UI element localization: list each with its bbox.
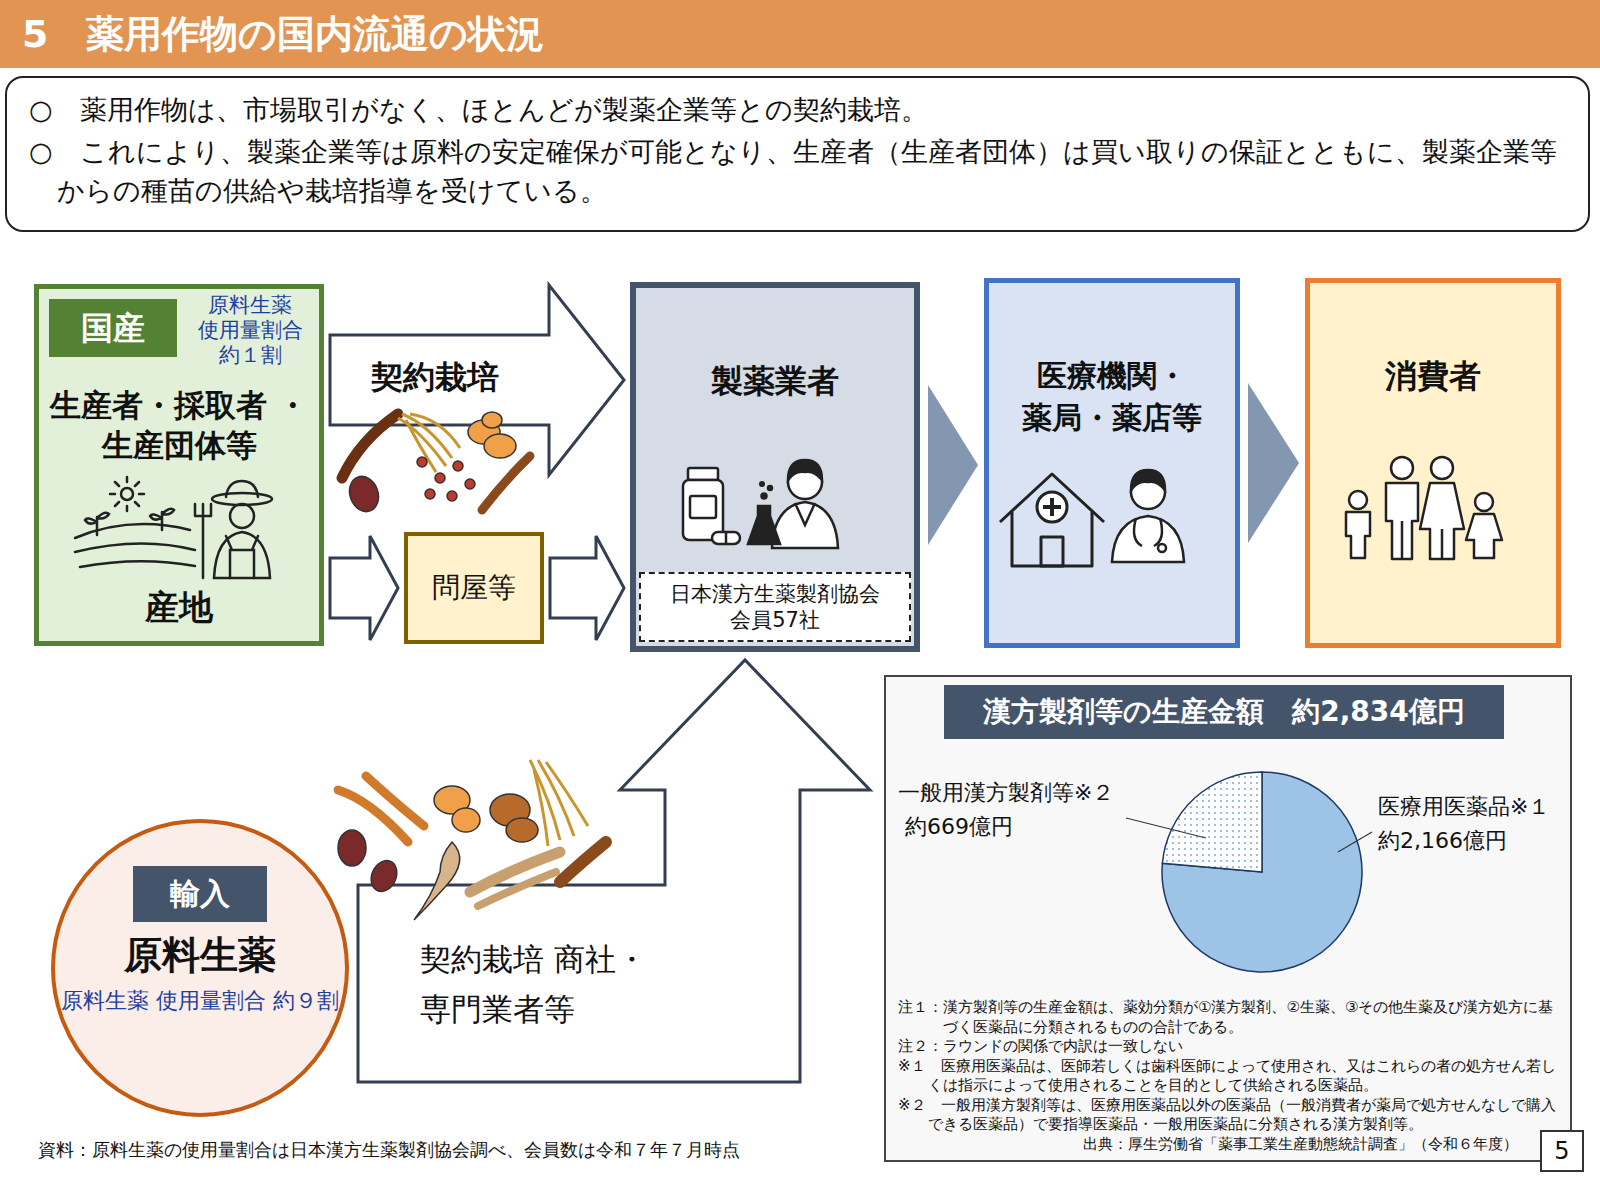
family-icon: [1346, 457, 1502, 559]
usage-share-note: 原料生薬 使用量割合 約１割: [181, 293, 319, 369]
notes-block: 注１：漢方製剤等の生産金額は、薬効分類が①漢方製剤、②生薬、③その他生薬及び漢方…: [898, 998, 1558, 1154]
page-number: 5: [1540, 1130, 1584, 1172]
summary-bullet: ○ これにより、製薬企業等は原料の安定確保が可能となり、生産者（生産者団体）は買…: [29, 132, 1564, 210]
association-box: 日本漢方生薬製剤協会 会員57社: [639, 572, 911, 642]
hospital-icon: [1000, 474, 1104, 566]
page-title: 5 薬用作物の国内流通の状況: [22, 8, 544, 60]
medicine-bottle-icon: [683, 468, 740, 544]
raw-material-label: 原料生薬: [50, 930, 350, 981]
chart-note: ※１ 医療用医薬品は、医師若しくは歯科医師によって使用され、又はこれらの者の処方…: [898, 1057, 1558, 1096]
pie-chart: [1162, 772, 1362, 972]
farm-icon: [75, 477, 195, 567]
wholesaler-label: 問屋等: [432, 569, 516, 607]
summary-box: ○ 薬用作物は、市場取引がなく、ほとんどが製薬企業等との契約栽培。○ これにより…: [5, 76, 1590, 232]
summary-bullet: ○ 薬用作物は、市場取引がなく、ほとんどが製薬企業等との契約栽培。: [29, 90, 1564, 129]
doctor-icon: [1112, 470, 1184, 562]
pie-label: 一般用漢方製剤等※２: [898, 778, 1138, 808]
edge-label: 契約栽培 商社・専門業者等: [420, 935, 750, 1034]
contract-arrow: [330, 285, 624, 475]
title-band: 5 薬用作物の国内流通の状況: [0, 0, 1600, 68]
leader-lines: [1126, 818, 1372, 852]
manufacturer-box: 製薬業者日本漢方生薬製剤協会 会員57社: [630, 282, 920, 652]
pie-value: 約669億円: [905, 812, 1065, 842]
association-label: 日本漢方生薬製剤協会 会員57社: [641, 581, 909, 634]
medical-label: 医療機関・ 薬局・薬店等: [989, 355, 1235, 439]
medical-institution-box: 医療機関・ 薬局・薬店等: [984, 278, 1240, 648]
source-footnote: 資料：原料生薬の使用量割合は日本漢方生薬製剤協会調べ、会員数は令和７年７月時点: [38, 1138, 878, 1162]
wholesaler-box: 問屋等: [404, 532, 544, 644]
domestic-source-box: 国産原料生薬 使用量割合 約１割生産者・採取者 ・生産団体等産地: [34, 284, 324, 646]
production-chart-panel: 注１：漢方製剤等の生産金額は、薬効分類が①漢方製剤、②生薬、③その他生薬及び漢方…: [884, 675, 1572, 1162]
chart-note: 注２：ラウンドの関係で内訳は一致しない: [898, 1037, 1558, 1057]
herb-illustration-lower: [338, 760, 606, 920]
scientist-icon: [748, 460, 838, 548]
manufacturer-label: 製薬業者: [636, 360, 914, 404]
farmer-icon: [195, 481, 272, 578]
chart-note: 注１：漢方製剤等の生産金額は、薬効分類が①漢方製剤、②生薬、③その他生薬及び漢方…: [898, 998, 1558, 1037]
consumer-label: 消費者: [1310, 355, 1556, 399]
import-arrow: [358, 660, 870, 1082]
usage-share-note: 原料生薬 使用量割合 約９割: [50, 988, 350, 1014]
chart-heading: 漢方製剤等の生産金額 約2,834億円: [983, 693, 1465, 731]
chart-heading-band: 漢方製剤等の生産金額 約2,834億円: [944, 685, 1504, 739]
pie-label: 医療用医薬品※１: [1378, 792, 1568, 822]
pie-value: 約2,166億円: [1378, 826, 1558, 856]
import-badge: 輸入: [133, 866, 267, 922]
source-note: 出典：厚生労働省「薬事工業生産動態統計調査」（令和６年度）: [898, 1135, 1558, 1155]
supply-arrow: [330, 536, 398, 640]
producer-label: 生産者・採取者 ・生産団体等: [39, 385, 319, 466]
origin-label: 産地: [39, 585, 319, 631]
flow-chevron: [1248, 383, 1299, 543]
supply-arrow: [550, 536, 624, 640]
consumer-box: 消費者: [1305, 278, 1561, 648]
chart-note: ※２ 一般用漢方製剤等は、医療用医薬品以外の医薬品（一般消費者が薬局で処方せんな…: [898, 1096, 1558, 1135]
flow-chevron: [928, 385, 978, 545]
edge-label: 契約栽培: [342, 356, 528, 400]
herb-illustration-upper: [342, 412, 530, 516]
import-circle: 輸入原料生薬原料生薬 使用量割合 約９割: [50, 818, 350, 1118]
domestic-badge: 国産: [49, 299, 177, 357]
